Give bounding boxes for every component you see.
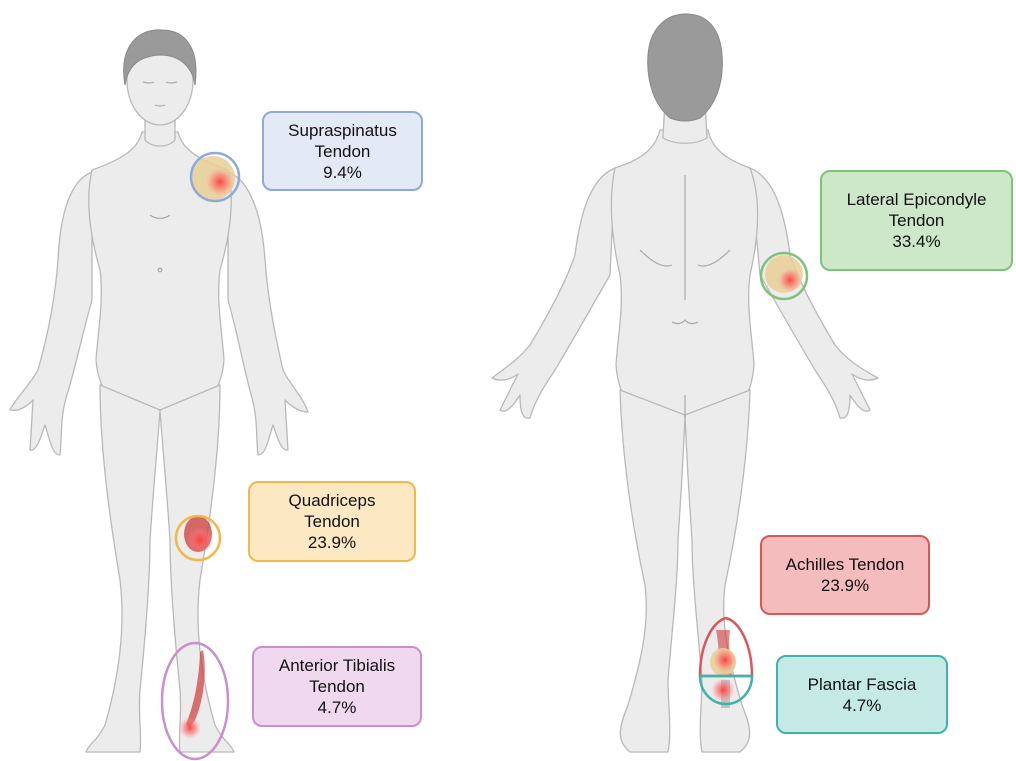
quadriceps-label: Quadriceps Tendon 23.9% (248, 481, 416, 562)
back-left-arm (492, 168, 615, 418)
quadriceps-name-line1: Quadriceps (289, 490, 376, 511)
achilles-percent: 23.9% (821, 575, 869, 596)
back-body-figure (492, 14, 878, 752)
lateral-epicondyle-percent: 33.4% (892, 231, 940, 252)
lateral-epicondyle-name-line1: Lateral Epicondyle (847, 189, 987, 210)
anterior-tibialis-name-line1: Anterior Tibialis (279, 655, 395, 676)
plantar-fascia-percent: 4.7% (843, 695, 882, 716)
front-left-leg (86, 385, 160, 752)
anterior-tibialis-percent: 4.7% (318, 697, 357, 718)
supraspinatus-percent: 9.4% (323, 162, 362, 183)
supraspinatus-name-line2: Tendon (315, 141, 371, 162)
supraspinatus-label: Supraspinatus Tendon 9.4% (262, 111, 423, 191)
front-right-arm (228, 172, 308, 455)
quadriceps-percent: 23.9% (308, 532, 356, 553)
anterior-tibialis-label: Anterior Tibialis Tendon 4.7% (252, 646, 422, 727)
front-left-arm (10, 172, 92, 455)
back-left-leg (620, 390, 685, 752)
anterior-tibialis-name-line2: Tendon (309, 676, 365, 697)
lateral-epicondyle-label: Lateral Epicondyle Tendon 33.4% (820, 170, 1013, 271)
quadriceps-name-line2: Tendon (304, 511, 360, 532)
lateral-epicondyle-name-line2: Tendon (889, 210, 945, 231)
supraspinatus-marker (191, 153, 239, 201)
plantar-fascia-name: Plantar Fascia (808, 674, 917, 695)
achilles-name: Achilles Tendon (786, 554, 905, 575)
plantar-fascia-label: Plantar Fascia 4.7% (776, 655, 948, 734)
back-hair (648, 14, 723, 121)
lateral-epicondyle-marker (761, 253, 807, 299)
supraspinatus-name-line1: Supraspinatus (288, 120, 397, 141)
achilles-label: Achilles Tendon 23.9% (760, 535, 930, 615)
